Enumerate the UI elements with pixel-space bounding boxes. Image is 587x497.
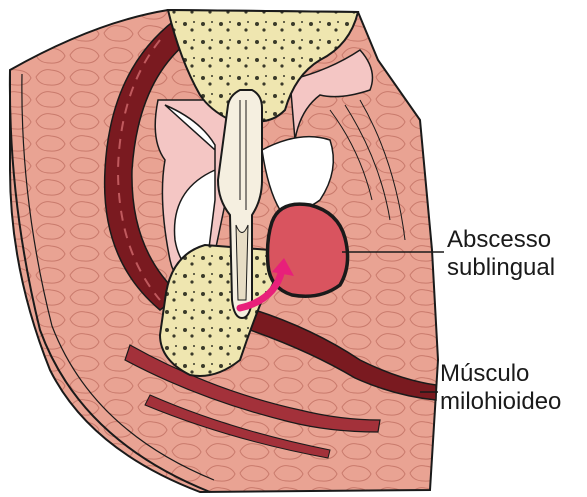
muscle-label-line1: Músculo [440, 360, 561, 388]
abscess-label: Abscesso sublingual [447, 226, 555, 282]
muscle-label: Músculo milohioideo [440, 360, 561, 416]
abscess-label-line1: Abscesso [447, 226, 555, 254]
muscle-label-line2: milohioideo [440, 388, 561, 416]
abscess-label-line2: sublingual [447, 254, 555, 282]
